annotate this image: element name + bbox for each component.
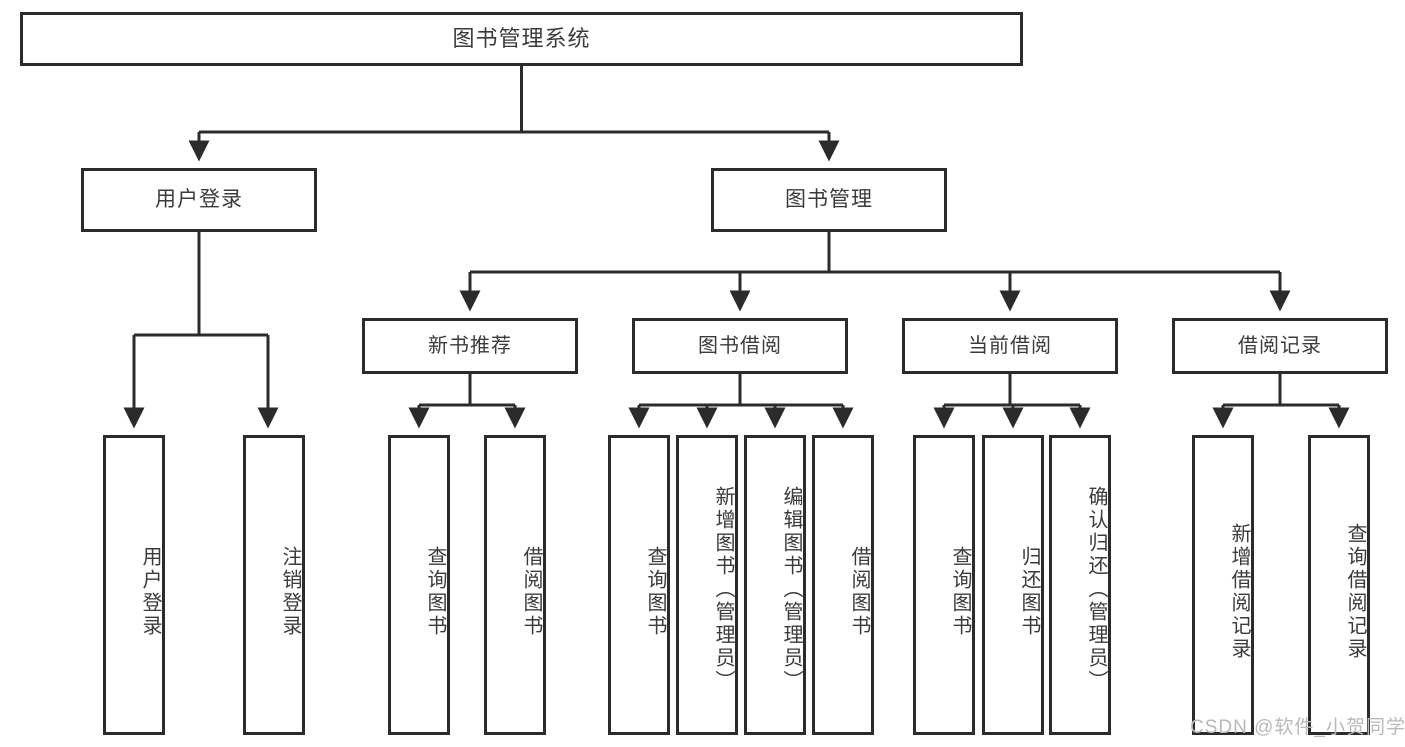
leaf-query-book-current[interactable]: 查询图书 bbox=[913, 435, 975, 735]
leaf-edit-book-admin[interactable]: 编辑图书（管理员） bbox=[744, 435, 806, 735]
node-book-borrow[interactable]: 图书借阅 bbox=[632, 318, 848, 374]
node-current-borrow-label: 当前借阅 bbox=[968, 334, 1052, 357]
watermark: CSDN @软件_小贺同学 bbox=[1190, 717, 1405, 738]
leaf-query-book-recommend-label: 查询图书 bbox=[424, 546, 446, 638]
leaf-return-book[interactable]: 归还图书 bbox=[982, 435, 1044, 735]
node-user-login[interactable]: 用户登录 bbox=[81, 168, 317, 232]
leaf-query-borrow-record[interactable]: 查询借阅记录 bbox=[1308, 435, 1370, 735]
leaf-logout-label: 注销登录 bbox=[279, 546, 301, 638]
leaf-add-borrow-record[interactable]: 新增借阅记录 bbox=[1192, 435, 1254, 735]
node-user-login-label: 用户登录 bbox=[155, 187, 243, 211]
leaf-add-book-admin[interactable]: 新增图书（管理员） bbox=[676, 435, 738, 735]
node-borrow-record[interactable]: 借阅记录 bbox=[1172, 318, 1388, 374]
leaf-query-book-borrow-label: 查询图书 bbox=[644, 546, 666, 638]
leaf-borrow-book-recommend[interactable]: 借阅图书 bbox=[484, 435, 546, 735]
leaf-borrow-book-recommend-label: 借阅图书 bbox=[520, 546, 542, 638]
node-borrow-record-label: 借阅记录 bbox=[1238, 334, 1322, 357]
node-new-book-recommend[interactable]: 新书推荐 bbox=[362, 318, 578, 374]
leaf-borrow-book[interactable]: 借阅图书 bbox=[812, 435, 874, 735]
leaf-query-book-current-label: 查询图书 bbox=[949, 546, 971, 638]
leaf-query-book-borrow[interactable]: 查询图书 bbox=[608, 435, 670, 735]
node-book-management[interactable]: 图书管理 bbox=[711, 168, 947, 232]
leaf-query-book-recommend[interactable]: 查询图书 bbox=[388, 435, 450, 735]
leaf-confirm-return-admin-label: 确认归还（管理员） bbox=[1085, 485, 1107, 693]
leaf-user-login-label: 用户登录 bbox=[139, 546, 161, 638]
leaf-borrow-book-label: 借阅图书 bbox=[848, 546, 870, 638]
node-book-management-label: 图书管理 bbox=[785, 187, 873, 211]
node-current-borrow[interactable]: 当前借阅 bbox=[902, 318, 1118, 374]
node-root-label: 图书管理系统 bbox=[452, 26, 591, 52]
node-root[interactable]: 图书管理系统 bbox=[20, 12, 1023, 66]
leaf-confirm-return-admin[interactable]: 确认归还（管理员） bbox=[1049, 435, 1111, 735]
leaf-user-login[interactable]: 用户登录 bbox=[103, 435, 165, 735]
leaf-edit-book-admin-label: 编辑图书（管理员） bbox=[780, 485, 802, 693]
leaf-add-book-admin-label: 新增图书（管理员） bbox=[712, 485, 734, 693]
leaf-return-book-label: 归还图书 bbox=[1018, 546, 1040, 638]
leaf-add-borrow-record-label: 新增借阅记录 bbox=[1228, 523, 1250, 661]
node-book-borrow-label: 图书借阅 bbox=[698, 334, 782, 357]
leaf-query-borrow-record-label: 查询借阅记录 bbox=[1344, 523, 1366, 661]
node-new-book-recommend-label: 新书推荐 bbox=[428, 334, 512, 357]
leaf-logout[interactable]: 注销登录 bbox=[243, 435, 305, 735]
